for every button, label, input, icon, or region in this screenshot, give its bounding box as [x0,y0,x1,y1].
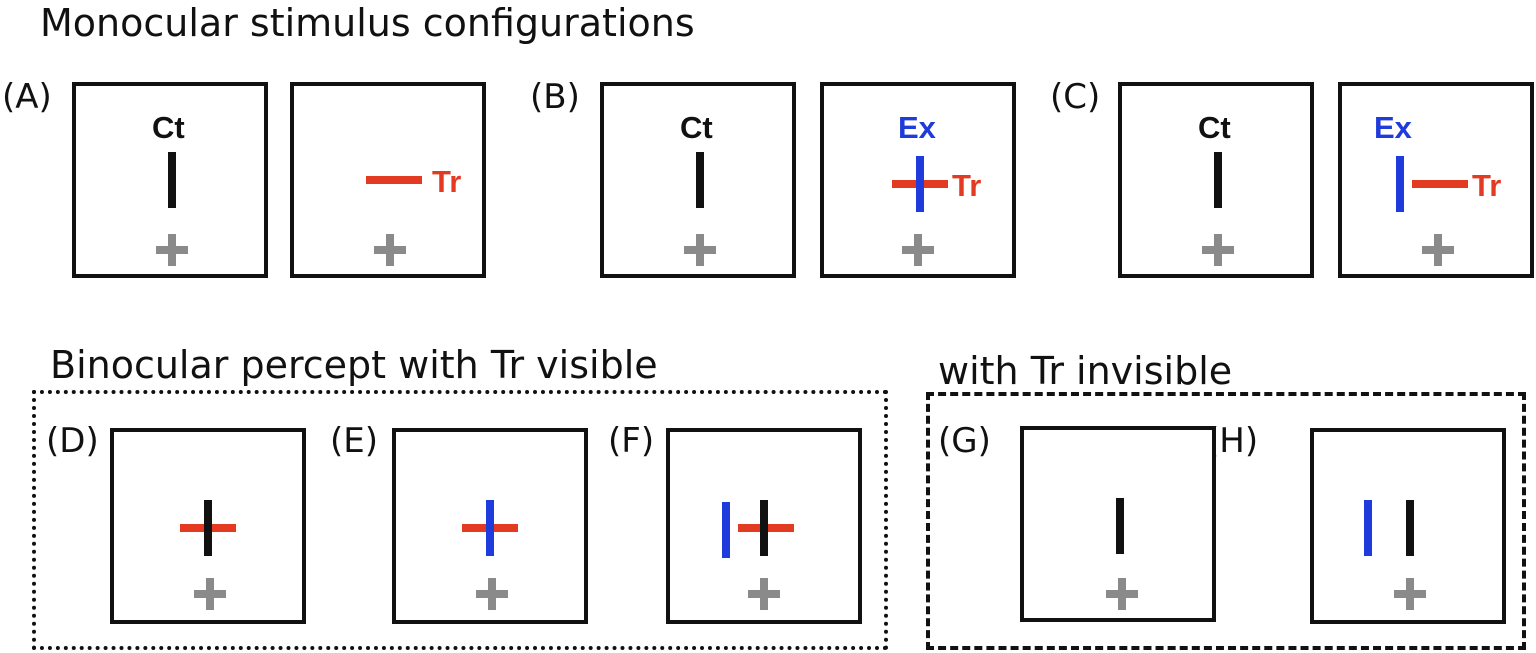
ct-label: Ct [152,110,185,145]
fixation-cross-icon [748,578,780,610]
ex-bar [1396,156,1404,212]
panel-b-right: Ex Tr [820,82,1016,278]
panel-label-a: (A) [2,77,52,117]
panel-label-b: (B) [530,77,580,117]
panel-d [110,428,306,624]
ex-bar [486,500,494,556]
panel-label-f: (F) [608,421,655,461]
ct-bar [1406,500,1414,556]
tr-bar [366,176,422,184]
tr-label: Tr [432,164,462,199]
fixation-cross-icon [374,234,406,266]
fixation-cross-icon [1394,578,1426,610]
fixation-cross-icon [156,234,188,266]
panel-label-e: (E) [330,421,379,461]
panel-h [1310,428,1506,624]
panel-label-c: (C) [1050,77,1101,117]
panel-a-left: Ct [72,82,268,278]
heading-invisible: with Tr invisible [938,349,1233,393]
group-tr-visible [32,390,888,650]
tr-label: Tr [1472,168,1502,203]
tr-label: Tr [952,168,982,203]
ex-label: Ex [898,110,936,145]
tr-bar [1412,180,1468,188]
fixation-cross-icon [1202,234,1234,266]
ex-label: Ex [1374,110,1412,145]
fixation-cross-icon [684,234,716,266]
ct-bar [204,500,212,556]
panel-e [392,428,588,624]
ct-bar [1214,152,1222,208]
ct-label: Ct [680,110,713,145]
panel-c-right: Ex Tr [1338,82,1534,278]
ct-bar [1116,498,1124,554]
group-tr-invisible [926,392,1526,650]
ex-bar [1364,500,1372,556]
ct-bar [696,152,704,208]
panel-c-left: Ct [1118,82,1314,278]
ct-bar [760,500,768,556]
heading-binocular-visible: Binocular percept with Tr visible [50,343,658,387]
ct-label: Ct [1198,110,1231,145]
ex-bar [916,156,924,212]
panel-g [1020,426,1216,622]
panel-label-d: (D) [46,421,99,461]
ex-bar [722,502,730,558]
ct-bar [168,152,176,208]
fixation-cross-icon [1106,578,1138,610]
fixation-cross-icon [902,234,934,266]
fixation-cross-icon [476,578,508,610]
fixation-cross-icon [1422,234,1454,266]
panel-f [666,428,862,624]
fixation-cross-icon [194,578,226,610]
panel-label-g: (G) [938,421,991,461]
panel-b-left: Ct [600,82,796,278]
heading-monocular: Monocular stimulus configurations [40,1,695,45]
panel-a-right: Tr [290,82,486,278]
